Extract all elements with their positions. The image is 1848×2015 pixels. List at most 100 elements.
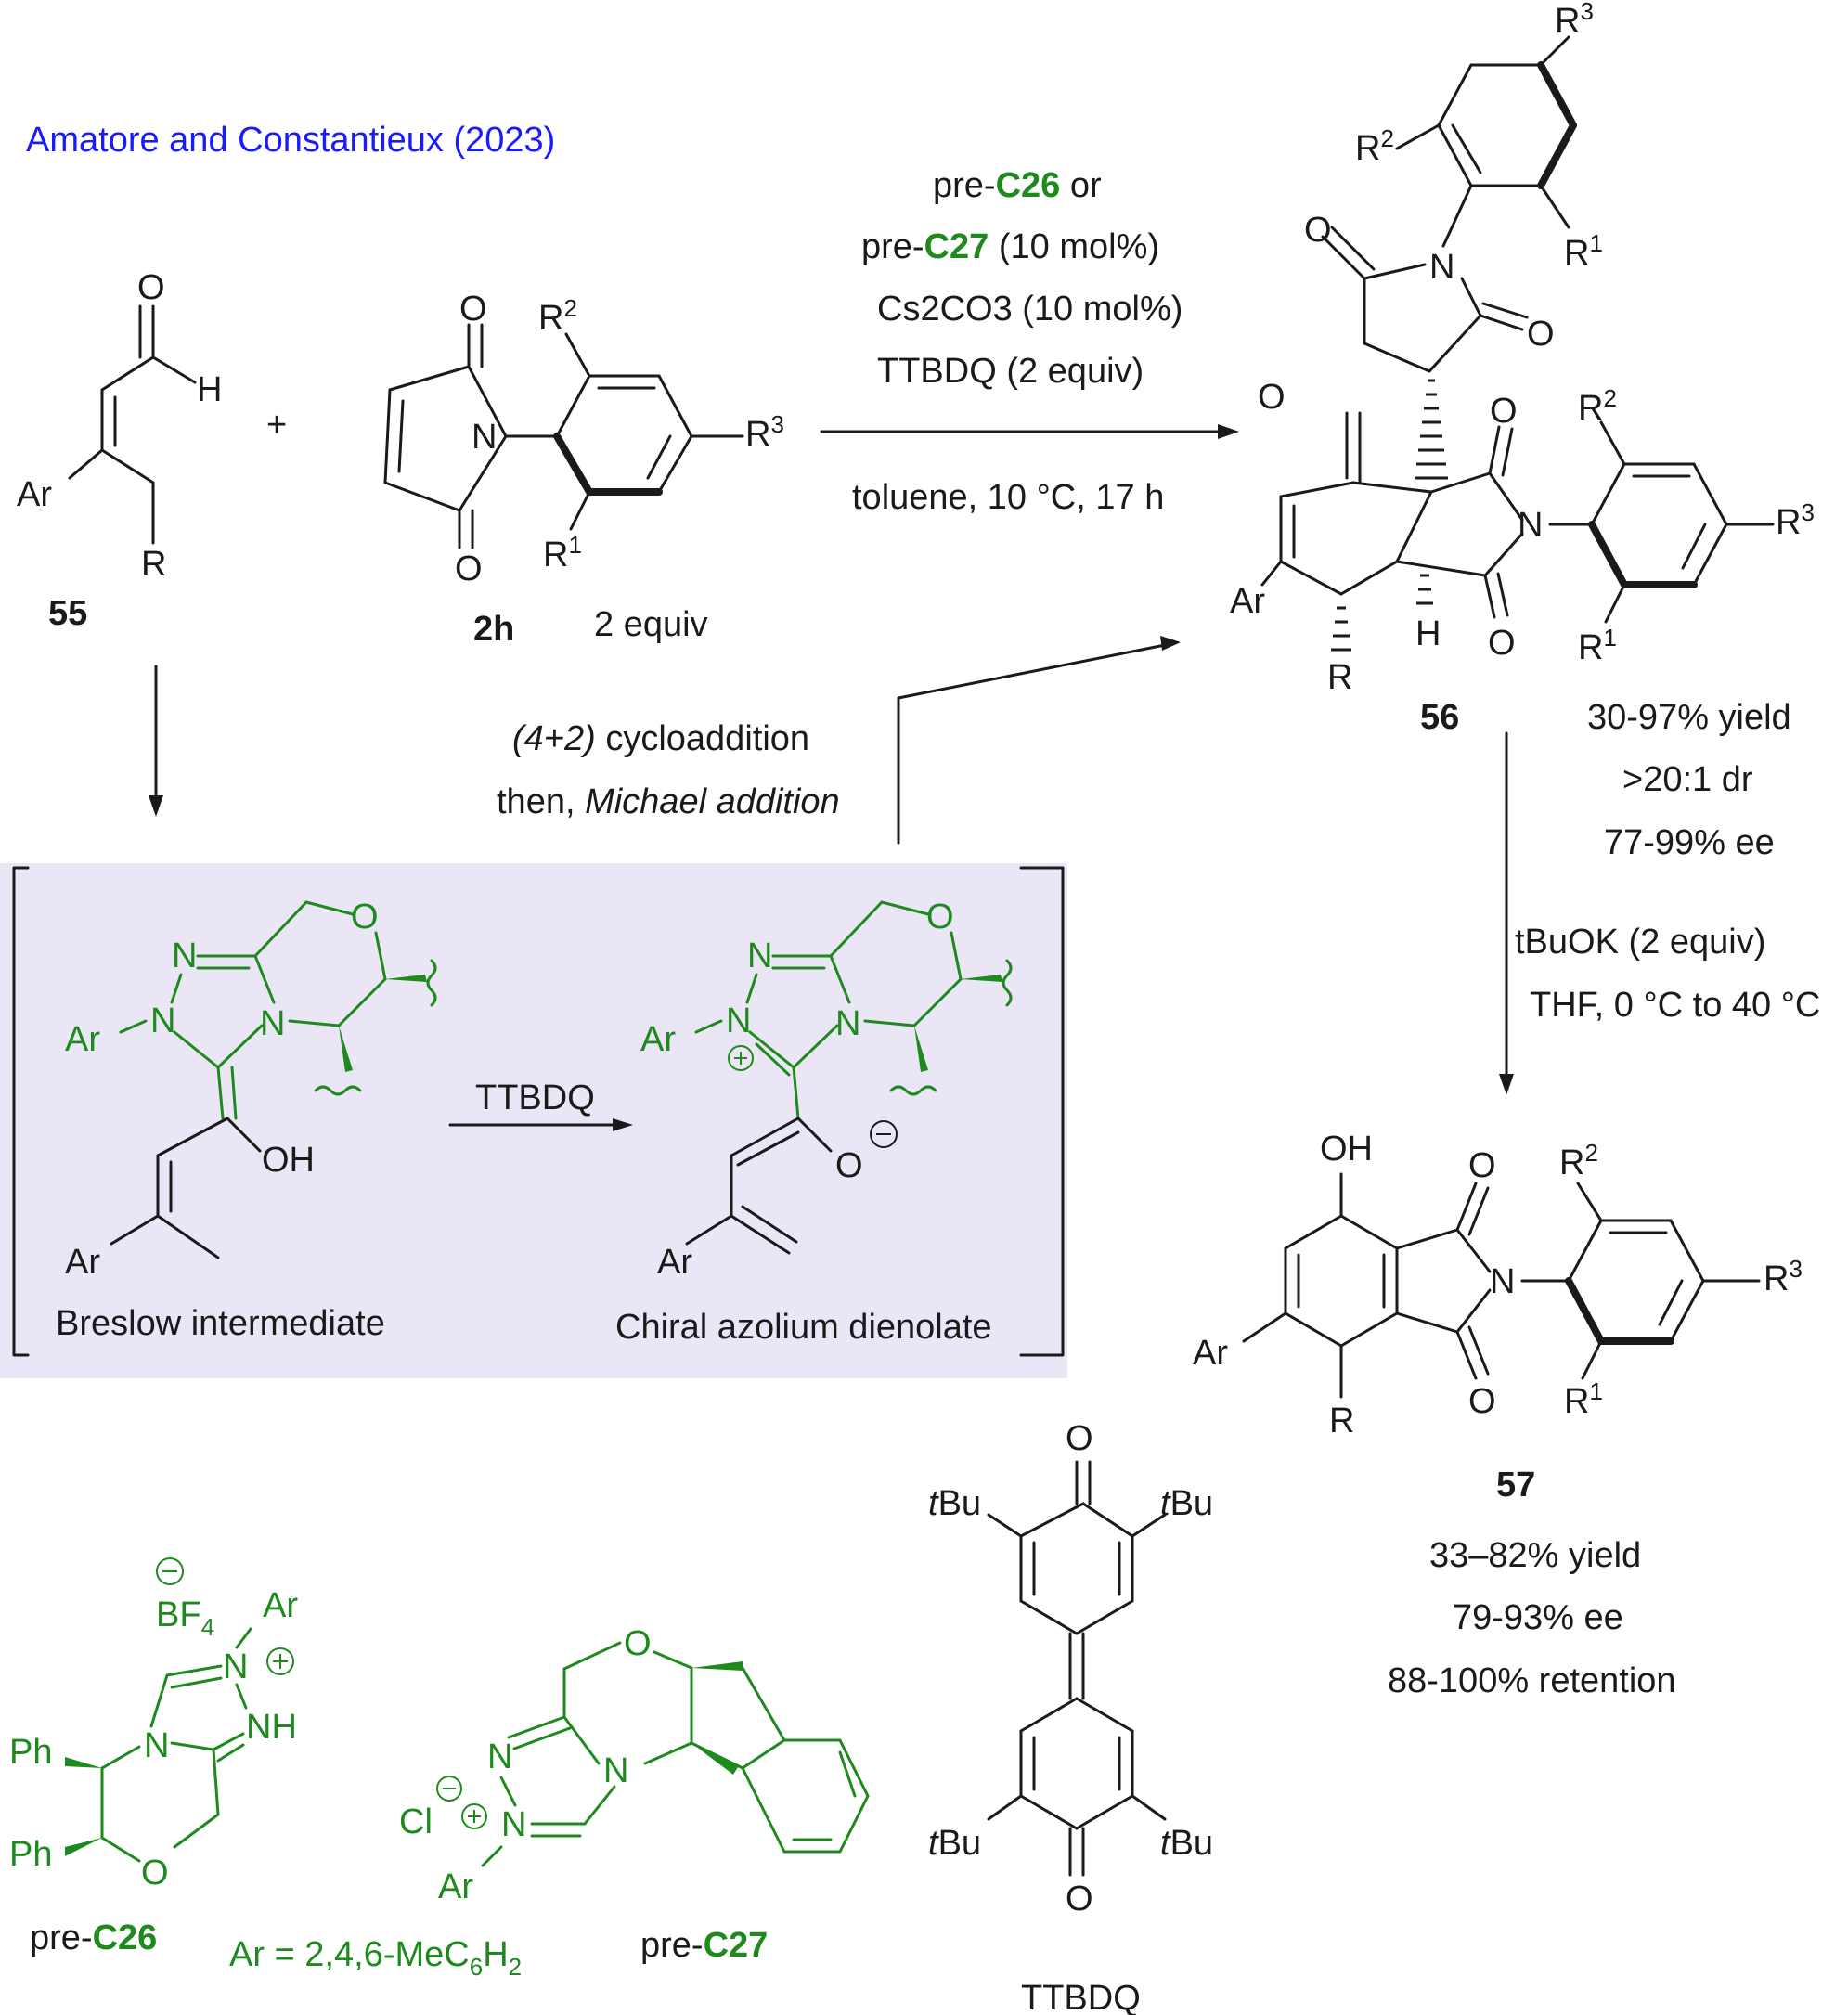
svg-text:R3: R3 [1776,498,1815,542]
svg-text:NH: NH [246,1708,297,1747]
ar-definition: Ar = 2,4,6-MeC6H2 [229,1935,522,1981]
svg-text:N: N [144,1726,169,1765]
svg-text:Ar: Ar [17,475,52,514]
svg-text:pre-C27: pre-C27 [640,1926,768,1965]
svg-text:Ph: Ph [9,1733,52,1772]
intermediate-box [0,863,1067,1378]
svg-text:O: O [1066,1419,1093,1458]
svg-text:O: O [835,1146,863,1185]
svg-text:Cl: Cl [399,1802,433,1841]
svg-text:R1: R1 [1578,624,1617,667]
svg-text:pre-C26: pre-C26 [30,1918,157,1957]
pre-c27: O N N N Cl Ar pre-C27 [399,1624,870,1965]
svg-text:tBu: tBu [928,1824,981,1863]
svg-text:O: O [141,1854,169,1892]
svg-text:Ar: Ar [65,1020,100,1059]
svg-text:O: O [1468,1146,1496,1185]
compound-2h: O O N R2 R3 R1 2h 2 equiv [383,290,784,649]
svg-text:R: R [1329,1401,1354,1440]
svg-text:N: N [1490,1262,1515,1301]
svg-text:H: H [197,370,222,409]
breslow-label: Breslow intermediate [56,1304,385,1343]
svg-text:O: O [1304,211,1332,250]
svg-text:R: R [1327,658,1352,697]
mechanism-line-1: (4+2) cycloaddition [512,719,809,758]
compound-56: R3 R2 R1 N O O O [1230,0,1815,737]
compound-57: OH Ar R O O N R2 [1193,1130,1803,1505]
svg-text:R3: R3 [745,410,784,454]
svg-text:Ar: Ar [1193,1334,1228,1373]
svg-text:N: N [747,936,772,975]
svg-text:O: O [1490,392,1518,431]
svg-text:N: N [172,936,197,975]
compound-2h-equiv: 2 equiv [594,605,708,644]
svg-text:R1: R1 [543,531,582,575]
svg-text:R2: R2 [1355,124,1394,168]
compound-55: O H Ar R 55 [17,268,222,633]
pre-c26: BF4 Ar N N NH O Ph Ph pre-C26 [9,1557,298,1957]
svg-text:Ar: Ar [65,1243,100,1282]
svg-text:H: H [1415,614,1441,653]
svg-text:O: O [455,549,483,588]
svg-text:Ph: Ph [9,1835,52,1874]
svg-text:R2: R2 [538,294,577,338]
citation: Amatore and Constantieux (2023) [26,121,555,160]
svg-text:Ar: Ar [657,1243,692,1282]
compound-55-label: 55 [48,594,87,633]
svg-text:tBu: tBu [1160,1824,1213,1863]
svg-text:BF4: BF4 [156,1595,214,1641]
azolium-dienolate: N N Ar N O O Ar Chiral [615,898,1013,1347]
svg-text:tBu: tBu [1160,1484,1213,1523]
box-arrow-label: TTBDQ [475,1079,595,1117]
svg-text:R1: R1 [1564,229,1603,273]
svg-text:N: N [223,1647,248,1686]
base-condition: Cs2CO3 (10 mol%) [877,290,1182,329]
svg-text:O: O [1468,1382,1496,1421]
second-solvent-condition: THF, 0 °C to 40 °C [1530,986,1820,1025]
c56-yield: 30-97% yield [1587,698,1791,737]
svg-text:R3: R3 [1764,1255,1803,1298]
svg-text:O: O [459,290,487,329]
svg-text:Ar: Ar [438,1867,473,1906]
svg-text:pre-C27 (10 mol%): pre-C27 (10 mol%) [861,227,1159,266]
mechanism-line-2: then, Michael addition [497,782,840,821]
svg-text:N: N [1429,248,1454,287]
svg-text:R1: R1 [1564,1377,1603,1421]
svg-text:N: N [501,1805,526,1844]
svg-text:N: N [150,1001,175,1040]
svg-text:R2: R2 [1578,384,1617,428]
c56-ee: 77-99% ee [1604,823,1775,862]
svg-text:O: O [1527,315,1555,354]
svg-text:O: O [351,898,379,936]
compound-56-label: 56 [1420,698,1459,737]
svg-text:O: O [1258,378,1286,417]
svg-text:OH: OH [1320,1130,1373,1169]
svg-text:R2: R2 [1559,1139,1598,1182]
compound-57-label: 57 [1496,1466,1535,1505]
oxidant-condition: TTBDQ (2 equiv) [877,352,1144,391]
svg-text:pre-C26 or: pre-C26 or [933,166,1102,205]
svg-text:Ar: Ar [263,1586,298,1625]
svg-text:O: O [926,898,954,936]
svg-text:Ar: Ar [640,1020,676,1059]
second-base-condition: tBuOK (2 equiv) [1515,923,1765,962]
svg-text:O: O [624,1624,652,1663]
c57-yield: 33–82% yield [1429,1536,1641,1575]
compound-2h-label: 2h [473,610,514,649]
svg-text:O: O [1488,624,1516,663]
main-conditions: pre-C26 or pre-C27 (10 mol%) Cs2CO3 (10 … [820,166,1239,517]
solvent-condition: toluene, 10 °C, 17 h [852,478,1164,517]
svg-text:N: N [603,1751,628,1790]
svg-text:tBu: tBu [928,1484,981,1523]
svg-text:N: N [1518,506,1543,545]
svg-text:N: N [835,1004,860,1043]
ttbdq-structure: O tBu tBu tBu tBu O TTBDQ [928,1419,1213,2015]
c57-ee: 79-93% ee [1453,1598,1623,1637]
breslow-intermediate: N N Ar N O OH Ar Breslow intermediate [56,898,437,1343]
svg-text:Ar: Ar [1230,582,1265,621]
svg-text:N: N [487,1737,512,1776]
svg-text:N: N [260,1004,285,1043]
svg-text:OH: OH [262,1141,315,1180]
svg-text:N: N [472,418,497,457]
